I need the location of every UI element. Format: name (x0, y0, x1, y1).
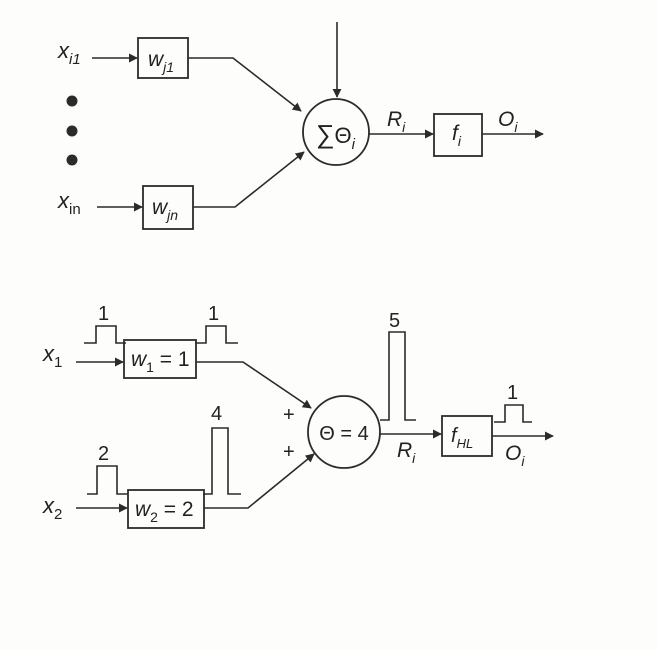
weight-w2-to-sum-arrow (204, 453, 315, 509)
activation-box-fi (433, 113, 483, 157)
pulse-x1-out-value: 1 (208, 303, 219, 325)
ellipsis-dot-2 (66, 125, 78, 137)
activation-fhl-label: fHL (451, 425, 473, 451)
pulse-output-value: 1 (507, 382, 518, 404)
weight-j1-to-sum-arrow (188, 57, 302, 112)
example-net-input-r-label: Ri (397, 439, 416, 466)
weight-w1-label: w1 = 1 (131, 348, 190, 375)
pulse-x2-out (203, 427, 241, 495)
pulse-sum (380, 331, 416, 421)
input-x1-label: x1 (42, 341, 62, 371)
pulse-x2-in-value: 2 (98, 443, 109, 465)
pulse-x1-out (195, 325, 238, 344)
weight-w2-label: w2 = 2 (135, 498, 194, 525)
weight-jn-label: wjn (152, 196, 178, 223)
weight-j1-label: wj1 (148, 48, 174, 75)
summation-node (302, 98, 370, 166)
general-neuron-diagram: xi1 wj1 xin wjn ∑Θi Ri (57, 22, 544, 230)
weight-jn-to-sum-arrow (193, 151, 305, 208)
output-o-label: Oi (498, 108, 518, 135)
summation-symbol: ∑Θi (316, 119, 356, 153)
pulse-x1-in (84, 325, 126, 344)
weight-box-w1 (123, 339, 197, 379)
example-neuron-diagram: x1 1 w1 = 1 1 x2 2 w2 = 2 4 + + Θ = 4 (42, 303, 554, 529)
pulse-x2-out-value: 4 (211, 403, 222, 425)
pulse-x2-in (87, 465, 128, 495)
threshold-node (307, 395, 381, 469)
ellipsis-dot-3 (66, 154, 78, 166)
input-x-in-label: xin (57, 188, 81, 218)
pulse-sum-value: 5 (389, 310, 400, 332)
ellipsis-dot-1 (66, 95, 78, 107)
input-x2-label: x2 (42, 493, 62, 523)
weight-box-w2 (127, 489, 205, 529)
input-x-i1-label: xi1 (57, 38, 81, 68)
plus-sign-2: + (283, 441, 295, 463)
weight-w1-to-sum-arrow (196, 361, 312, 409)
example-output-o-label: Oi (505, 442, 525, 469)
pulse-x1-in-value: 1 (98, 303, 109, 325)
activation-fi-label: fi (452, 122, 462, 149)
net-input-r-label: Ri (387, 108, 406, 135)
pulse-output (494, 404, 532, 423)
threshold-label: Θ = 4 (319, 423, 368, 445)
plus-sign-1: + (283, 404, 295, 426)
